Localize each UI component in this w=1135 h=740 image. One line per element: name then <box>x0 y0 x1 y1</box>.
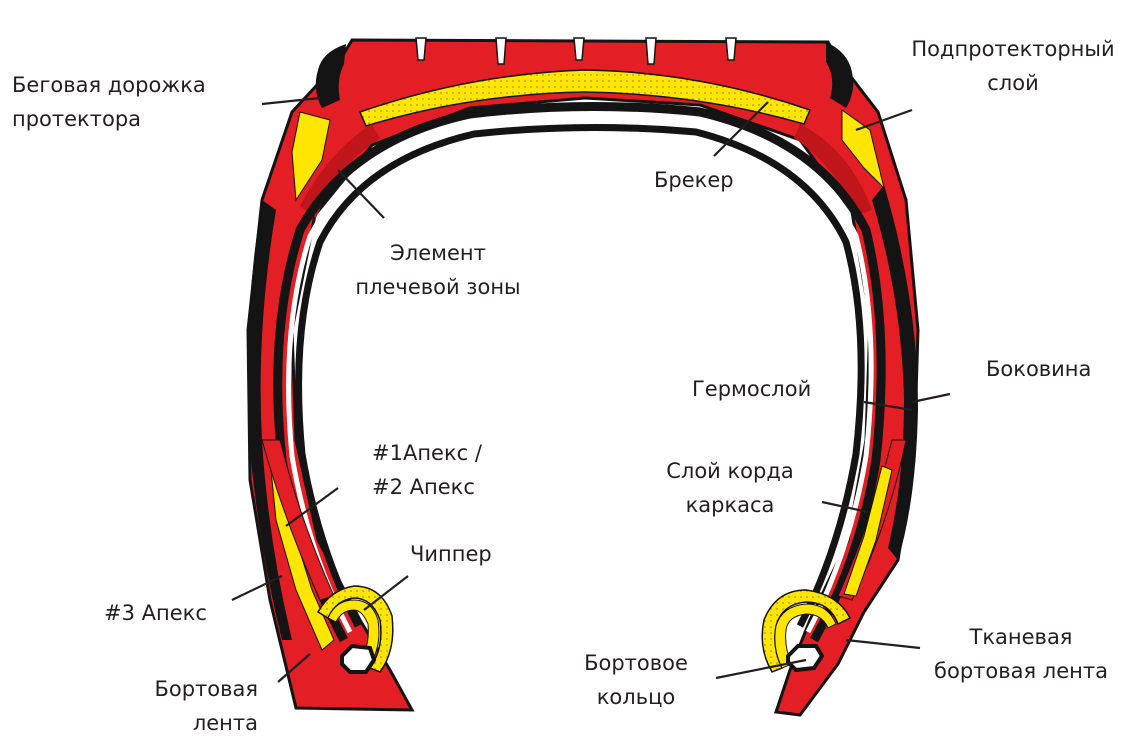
label-tread: Беговая дорожка протектора <box>12 68 206 136</box>
label-fabric-strip-line1: Тканевая <box>926 620 1116 654</box>
label-shoulder-line2: плечевой зоны <box>338 270 538 304</box>
label-breaker-line1: Брекер <box>654 163 734 197</box>
label-carcass-line1: Слой корда <box>640 454 820 488</box>
label-undertread-line2: слой <box>904 66 1122 100</box>
label-tread-line1: Беговая дорожка <box>12 68 206 102</box>
tread-groove <box>416 38 426 60</box>
label-bead-core-line2: кольцо <box>566 680 706 714</box>
tread-groove <box>646 38 656 64</box>
label-sidewall-line1: Боковина <box>986 352 1091 386</box>
label-sidewall: Боковина <box>986 352 1091 386</box>
label-undertread-line1: Подпротекторный <box>904 32 1122 66</box>
label-apex3: #3 Апекс <box>104 596 207 630</box>
label-breaker: Брекер <box>654 163 734 197</box>
label-chipper-line1: Чиппер <box>410 537 492 571</box>
label-fabric-strip-line2: бортовая лента <box>926 654 1116 688</box>
bead-core-left <box>342 646 374 672</box>
label-shoulder: Элемент плечевой зоны <box>338 236 538 304</box>
tread-groove <box>574 38 584 60</box>
label-bead-strip-line1: Бортовая <box>120 672 258 706</box>
leader-fabric-strip <box>846 640 920 648</box>
label-apex12-line2: #2 Апекс <box>372 470 482 504</box>
label-bead-strip-line2: лента <box>120 706 258 740</box>
tread-groove <box>726 38 736 60</box>
label-apex12: #1Апекс / #2 Апекс <box>372 436 482 504</box>
label-bead-core: Бортовое кольцо <box>566 646 706 714</box>
label-innerliner: Гермослой <box>692 372 811 406</box>
tread-groove <box>496 38 506 64</box>
label-undertread: Подпротекторный слой <box>904 32 1122 100</box>
label-shoulder-line1: Элемент <box>338 236 538 270</box>
label-fabric-strip: Тканевая бортовая лента <box>926 620 1116 688</box>
label-carcass: Слой корда каркаса <box>640 454 820 522</box>
label-innerliner-line1: Гермослой <box>692 372 811 406</box>
label-apex3-line1: #3 Апекс <box>104 596 207 630</box>
label-chipper: Чиппер <box>410 537 492 571</box>
label-apex12-line1: #1Апекс / <box>372 436 482 470</box>
label-bead-core-line1: Бортовое <box>566 646 706 680</box>
label-carcass-line2: каркаса <box>640 488 820 522</box>
bead-core-right <box>788 646 822 670</box>
label-tread-line2: протектора <box>12 102 206 136</box>
